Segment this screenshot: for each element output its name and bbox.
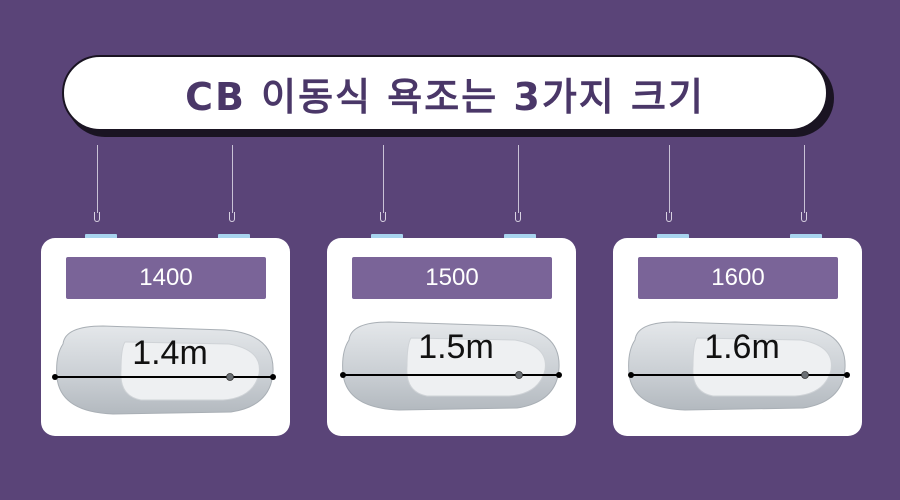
bathtub-illustration: 1.4m xyxy=(52,320,277,420)
bathtub-icon xyxy=(340,321,562,411)
hanging-string xyxy=(669,145,670,213)
hanging-string xyxy=(97,145,98,213)
hanging-string xyxy=(383,145,384,213)
hook-icon xyxy=(380,212,386,222)
size-label: 1500 xyxy=(425,264,479,291)
size-card-1500: 1500 1.5m xyxy=(327,238,576,436)
hook-icon xyxy=(801,212,807,222)
bathtub-illustration: 1.6m xyxy=(625,320,850,420)
size-label-pill: 1500 xyxy=(352,257,552,299)
size-label: 1400 xyxy=(139,264,193,291)
size-label: 1600 xyxy=(711,264,765,291)
size-card-1400: 1400 1.4m xyxy=(41,238,290,436)
title-banner: CB 이동식 욕조는 3가지 크기 xyxy=(62,55,828,131)
bathtub-icon xyxy=(52,325,276,415)
hook-icon xyxy=(666,212,672,222)
hanging-string xyxy=(804,145,805,213)
banner-title: CB 이동식 욕조는 3가지 크기 xyxy=(185,74,705,119)
length-label: 1.4m xyxy=(132,334,208,372)
length-label: 1.5m xyxy=(418,328,494,366)
size-label-pill: 1600 xyxy=(638,257,838,299)
hanging-string xyxy=(518,145,519,213)
length-label: 1.6m xyxy=(704,328,780,366)
size-card-1600: 1600 1.6m xyxy=(613,238,862,436)
hook-icon xyxy=(229,212,235,222)
size-label-pill: 1400 xyxy=(66,257,266,299)
hanging-string xyxy=(232,145,233,213)
hook-icon xyxy=(515,212,521,222)
bathtub-icon xyxy=(628,321,850,411)
bathtub-illustration: 1.5m xyxy=(339,320,563,420)
hook-icon xyxy=(94,212,100,222)
